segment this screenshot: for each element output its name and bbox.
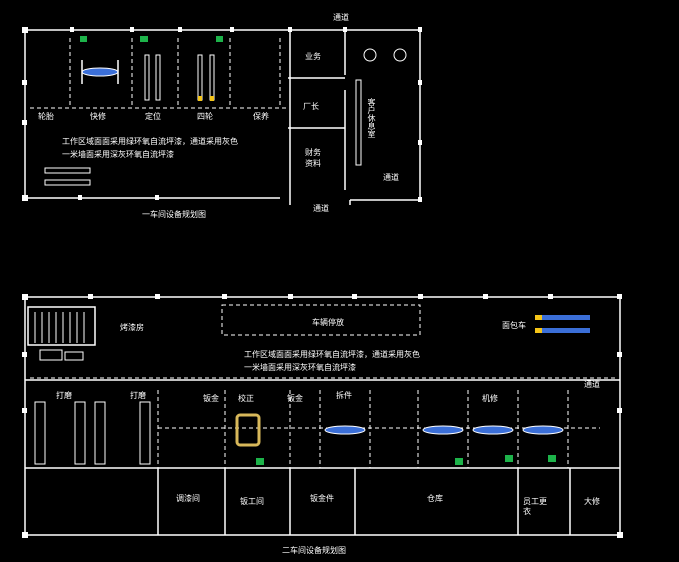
plan1-corridor-right: 通道 [383, 173, 399, 182]
plan2-van-lifts [535, 315, 590, 333]
plan1-title: 一车间设备规划图 [142, 210, 206, 219]
plan2-bay-sheetmetal-2: 钣金 [287, 394, 303, 403]
plan2-posts [22, 294, 623, 538]
plan1-lifts [81, 54, 215, 101]
plan1-office-records: 资料 [305, 159, 321, 168]
plan1-tables [355, 48, 407, 166]
plan2-car-lifts [324, 425, 564, 435]
plan1-office-business: 业务 [305, 52, 321, 61]
plan1-tire-racks [44, 167, 91, 186]
plan2-room-warehouse: 仓库 [427, 494, 443, 503]
plan2-room-overhaul: 大修 [584, 497, 600, 506]
plan2-straightener [235, 413, 261, 447]
plan1-lounge: 客户休息室 [367, 98, 376, 138]
plan2-bay-straighten: 校正 [238, 394, 254, 403]
plan2-bay-sheetmetal-1: 钣金 [203, 394, 219, 403]
plan2-vehicle-parking: 车辆停放 [312, 318, 344, 327]
plan1-note-2: 一米墙面采用深灰环氧自流坪漆 [62, 150, 174, 159]
plan1-bay-label-quick: 快修 [90, 112, 106, 121]
plan1-bay-label-4wheel: 四轮 [197, 112, 213, 121]
plan2-title: 二车间设备规划图 [282, 546, 346, 555]
plan2-grinding-left: 打磨 [56, 391, 72, 400]
plan2-room-sheet-parts: 钣金件 [310, 494, 334, 503]
plan1-equipment [80, 36, 223, 42]
plan1-bay-label-align: 定位 [145, 112, 161, 121]
plan2-walls [24, 296, 621, 536]
plan2-paint-room: 烤漆房 [120, 323, 144, 332]
plan2-equipment [256, 455, 556, 465]
plan1-corridor-top: 通道 [333, 13, 349, 22]
plan2-grinding-racks [34, 401, 151, 465]
plan2-bay-mechanical: 机修 [482, 394, 498, 403]
plan1-corridor-bottom: 通道 [313, 204, 329, 213]
plan2-room-paint-mix: 调漆间 [176, 494, 200, 503]
plan1-walls [24, 29, 421, 205]
plan2-van: 面包车 [502, 321, 526, 330]
plan1-bay-label-maint: 保养 [253, 112, 269, 121]
plan1-bay-label-tire: 轮胎 [38, 112, 54, 121]
plan2-note-1: 工作区域面面采用绿环氧自流坪漆，通道采用灰色 [244, 350, 420, 359]
plan2-room-changing: 员工更衣 [523, 497, 547, 516]
plan1-office-manager: 厂长 [303, 102, 319, 111]
plan1-office-finance: 财务 [305, 148, 321, 157]
plan2-room-sheet-shop: 钣工间 [240, 497, 264, 506]
plan2-paint-booth [34, 312, 85, 361]
plan2-channel: 通道 [584, 380, 600, 389]
plan2-note-2: 一米墙面采用深灰环氧自流坪漆 [244, 363, 356, 372]
plan1-note-1: 工作区域面面采用绿环氧自流坪漆，通道采用灰色 [62, 137, 238, 146]
plan2-grinding-right: 打磨 [130, 391, 146, 400]
plan2-bay-disassembly: 拆件 [336, 391, 352, 400]
plan1-posts [22, 27, 422, 202]
